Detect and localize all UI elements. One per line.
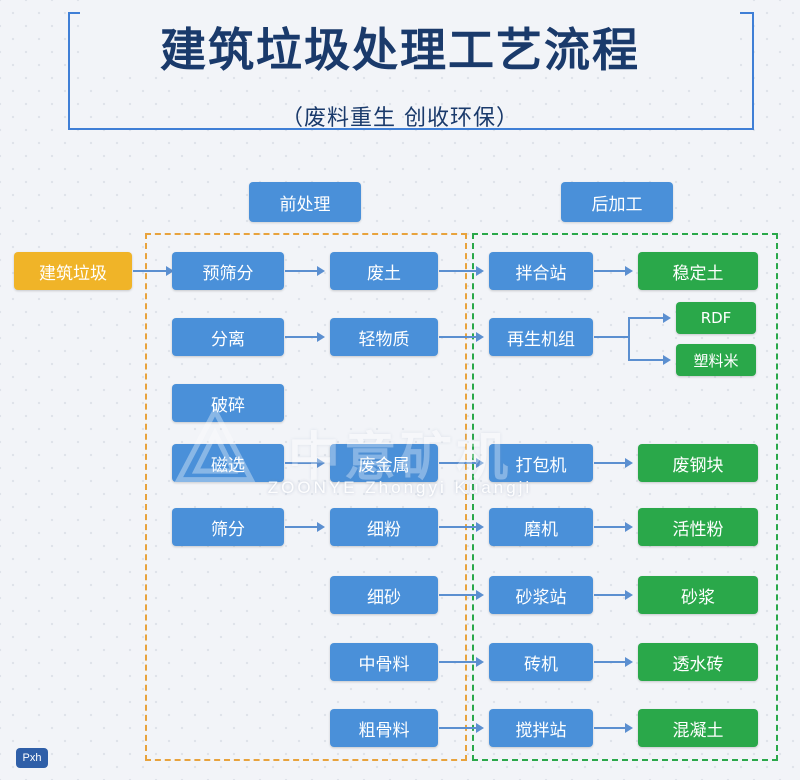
page-title: 建筑垃圾处理工艺流程 [160,23,640,77]
connector-concrete-station-to-concrete [594,727,626,729]
connector-recycling-unit-to-rdf [628,317,664,319]
node-material-waste-metal[interactable]: 废金属 [330,444,438,482]
node-product-stabilized-soil[interactable]: 稳定土 [638,252,758,290]
connector-fine-powder-to-grinder [439,526,477,528]
node-material-light-matter[interactable]: 轻物质 [330,318,438,356]
node-product-scrap-steel[interactable]: 废钢块 [638,444,758,482]
connector-source-to-prescreen [133,270,168,272]
arrow-fine-powder-to-grinder [476,522,484,532]
node-pre-crushing[interactable]: 破碎 [172,384,284,422]
arrow-recycling-unit-to-plastic-pellets [663,355,671,365]
group-box-postprocessing [472,233,778,761]
arrow-screening-to-fine-powder [317,522,325,532]
node-material-fine-powder[interactable]: 细粉 [330,508,438,546]
node-material-fine-sand[interactable]: 细砂 [330,576,438,614]
connector-recycling-unit-trunk [594,336,628,338]
node-source-construction-waste[interactable]: 建筑垃圾 [14,252,132,290]
node-product-plastic-pellets[interactable]: 塑料米 [676,344,756,376]
section-tab-pretreatment[interactable]: 前处理 [249,182,361,222]
arrow-mortar-station-to-mortar [625,590,633,600]
connector-medium-aggregate-to-brick-machine [439,661,477,663]
connector-mixing-station-to-stabilized-soil [594,270,626,272]
node-pre-magnetic-separation[interactable]: 磁选 [172,444,284,482]
connector-grinder-to-active-powder [594,526,626,528]
arrow-source-to-prescreen [166,266,174,276]
node-equipment-baler[interactable]: 打包机 [489,444,593,482]
arrow-concrete-station-to-concrete [625,723,633,733]
arrow-magnetic-to-waste-metal [317,458,325,468]
arrow-baler-to-scrap-steel [625,458,633,468]
connector-light-matter-to-recycling-unit [439,336,477,338]
connector-prescreen-to-waste-soil [285,270,318,272]
node-product-active-powder[interactable]: 活性粉 [638,508,758,546]
node-equipment-brick-machine[interactable]: 砖机 [489,643,593,681]
node-equipment-mortar-station[interactable]: 砂浆站 [489,576,593,614]
arrow-separation-to-light-matter [317,332,325,342]
arrow-recycling-unit-to-rdf [663,313,671,323]
connector-separation-to-light-matter [285,336,318,338]
arrow-grinder-to-active-powder [625,522,633,532]
connector-screening-to-fine-powder [285,526,318,528]
group-box-pretreatment [145,233,467,761]
connector-recycling-unit-to-plastic-pellets [628,359,664,361]
connector-waste-soil-to-mixing-station [439,270,477,272]
connector-mortar-station-to-mortar [594,594,626,596]
arrow-light-matter-to-recycling-unit [476,332,484,342]
page-subtitle: （废料重生 创收环保） [281,106,519,131]
node-material-medium-aggregate[interactable]: 中骨料 [330,643,438,681]
node-product-concrete[interactable]: 混凝土 [638,709,758,747]
connector-coarse-aggregate-to-concrete-station [439,727,477,729]
node-product-mortar[interactable]: 砂浆 [638,576,758,614]
connector-recycling-unit-split-vertical [628,318,630,360]
node-equipment-concrete-mixing-station[interactable]: 搅拌站 [489,709,593,747]
node-equipment-recycling-unit[interactable]: 再生机组 [489,318,593,356]
arrow-medium-aggregate-to-brick-machine [476,657,484,667]
node-product-permeable-brick[interactable]: 透水砖 [638,643,758,681]
node-product-rdf[interactable]: RDF [676,302,756,334]
arrow-mixing-station-to-stabilized-soil [625,266,633,276]
arrow-prescreen-to-waste-soil [317,266,325,276]
node-equipment-mixing-station[interactable]: 拌合站 [489,252,593,290]
connector-magnetic-to-waste-metal [285,462,318,464]
node-material-waste-soil[interactable]: 废土 [330,252,438,290]
arrow-waste-metal-to-baler [476,458,484,468]
node-pre-prescreen[interactable]: 预筛分 [172,252,284,290]
arrow-coarse-aggregate-to-concrete-station [476,723,484,733]
node-material-coarse-aggregate[interactable]: 粗骨料 [330,709,438,747]
node-pre-screening[interactable]: 筛分 [172,508,284,546]
arrow-waste-soil-to-mixing-station [476,266,484,276]
corner-badge: Pxh [16,748,48,768]
connector-baler-to-scrap-steel [594,462,626,464]
arrow-brick-machine-to-permeable-brick [625,657,633,667]
arrow-fine-sand-to-mortar-station [476,590,484,600]
connector-waste-metal-to-baler [439,462,477,464]
node-pre-separation[interactable]: 分离 [172,318,284,356]
connector-fine-sand-to-mortar-station [439,594,477,596]
node-equipment-grinder[interactable]: 磨机 [489,508,593,546]
connector-brick-machine-to-permeable-brick [594,661,626,663]
section-tab-postprocessing[interactable]: 后加工 [561,182,673,222]
header-frame-mask [80,0,740,72]
